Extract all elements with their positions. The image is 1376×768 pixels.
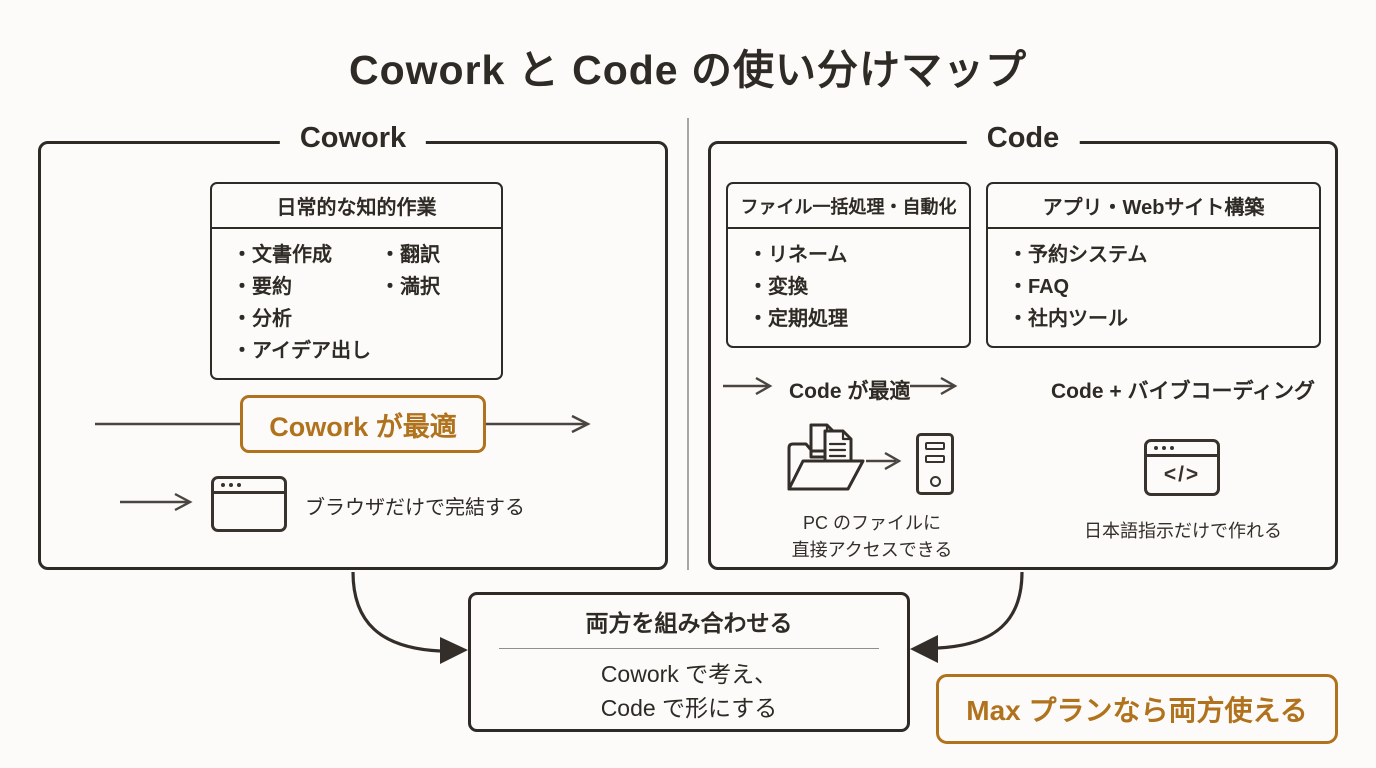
folder-tower-arrow-head (884, 451, 902, 471)
code-app-box-header: アプリ・Webサイト構築 (988, 184, 1319, 229)
list-item: ・満択 (380, 276, 440, 298)
code-arrow2-head (940, 376, 958, 396)
list-item: ・社内ツール (1008, 308, 1128, 330)
page-title: Cowork と Code の使い分けマップ (348, 47, 1028, 93)
code-combine-arrow-head (910, 635, 938, 663)
cowork-main-arrow-head (571, 414, 591, 434)
cowork-task-box-header: 日常的な知的作業 (212, 184, 501, 229)
pc-access-caption-line2: 直接アクセスできる (791, 540, 953, 560)
panel-divider (687, 118, 689, 570)
list-item: ・要約 (232, 276, 292, 298)
cowork-task-list-col2: ・翻訳 ・満択 (380, 239, 440, 367)
cowork-panel: Cowork 日常的な知的作業 ・文書作成 ・要約 ・分析 ・アイデア出し ・翻… (38, 122, 668, 570)
combine-box-divider (499, 648, 879, 649)
code-combine-curve (937, 571, 1024, 650)
list-item: ・文書作成 (232, 244, 332, 266)
combine-box-line1: Cowork で考え、 (600, 661, 778, 687)
code-best-label: Code が最適 (789, 380, 911, 403)
code-panel: Code ファイル一括処理・自動化 ・リネーム ・変換 ・定期処理 アプリ・We… (708, 122, 1338, 570)
code-glyph: </> (1163, 463, 1201, 486)
cowork-panel-label: Cowork (279, 122, 427, 155)
computer-tower-icon (916, 433, 954, 495)
cowork-combine-curve (351, 571, 441, 653)
combine-box-line2: Code で形にする (600, 695, 778, 721)
list-item: ・翻訳 (380, 244, 440, 266)
code-panel-label: Code (966, 122, 1080, 155)
list-item: ・FAQ (1008, 276, 1070, 298)
cowork-best-badge: Cowork が最適 (240, 395, 486, 453)
cowork-task-list-col1: ・文書作成 ・要約 ・分析 ・アイデア出し (232, 239, 380, 367)
code-file-box-header: ファイル一括処理・自動化 (728, 184, 969, 229)
list-item: ・定期処理 (748, 308, 848, 330)
folder-files-icon (787, 423, 865, 491)
code-browser-icon: </> (1144, 439, 1220, 496)
pc-access-caption-line1: PC のファイルに (802, 513, 941, 533)
pc-access-caption: PC のファイルに 直接アクセスできる (766, 510, 978, 564)
list-item: ・リネーム (748, 244, 848, 266)
cowork-task-box: 日常的な知的作業 ・文書作成 ・要約 ・分析 ・アイデア出し ・翻訳 ・満択 (210, 182, 503, 380)
code-vibe-label: Code + バイブコーディング (1051, 380, 1315, 403)
code-app-list: ・予約システム ・FAQ ・社内ツール (988, 229, 1319, 335)
list-item: ・予約システム (1008, 244, 1148, 266)
combine-box: 両方を組み合わせる Cowork で考え、 Code で形にする (468, 592, 910, 732)
combine-box-title: 両方を組み合わせる (585, 610, 793, 636)
browser-icon (211, 476, 287, 532)
cowork-browser-caption: ブラウザだけで完結する (305, 497, 525, 519)
code-file-box: ファイル一括処理・自動化 ・リネーム ・変換 ・定期処理 (726, 182, 971, 348)
cowork-browser-arrow-head (174, 492, 193, 512)
max-plan-badge: Max プランなら両方使える (936, 674, 1338, 744)
list-item: ・変換 (748, 276, 808, 298)
japanese-instruction-caption: 日本語指示だけで作れる (1084, 521, 1282, 541)
list-item: ・アイデア出し (232, 340, 371, 362)
cowork-combine-arrow-head (440, 637, 468, 664)
list-item: ・分析 (232, 308, 292, 330)
code-arrow1-head (755, 376, 773, 396)
code-app-box: アプリ・Webサイト構築 ・予約システム ・FAQ ・社内ツール (986, 182, 1321, 348)
code-file-list: ・リネーム ・変換 ・定期処理 (728, 229, 969, 335)
